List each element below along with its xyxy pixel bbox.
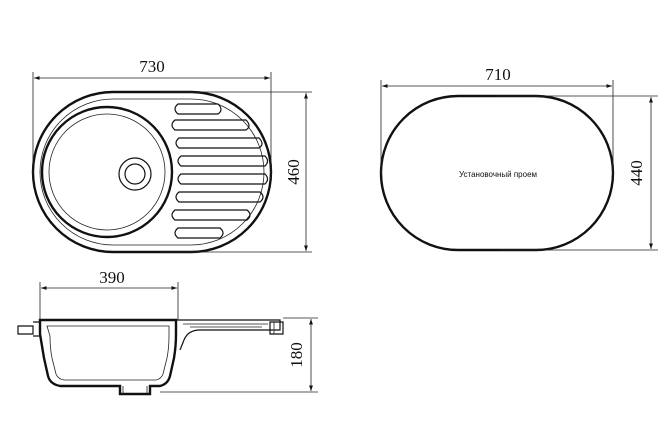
cutout-caption: Установочный проем (459, 170, 537, 179)
dim-label-180: 180 (287, 342, 306, 368)
right-rim-lip (269, 321, 284, 335)
sink-inner-rim (39, 98, 265, 246)
bowl-profile-inner (46, 325, 170, 381)
dim-label-710: 710 (485, 65, 511, 84)
dim-label-440: 440 (627, 160, 646, 186)
bowl-profile-outer (38, 318, 178, 396)
left-rim-lip (17, 325, 34, 335)
drainboard-profile (176, 319, 281, 351)
sink-outer-rim (31, 90, 273, 254)
drain-inner (124, 163, 146, 185)
drain-outer (118, 157, 152, 191)
cutout-view: Установочный проем 710 440 (379, 65, 658, 252)
drainboard-grooves (171, 103, 269, 239)
dim-label-460: 460 (284, 159, 303, 185)
sink-top-view: 730 460 (31, 57, 312, 254)
side-section-view: 390 180 (17, 268, 318, 396)
dim-label-730: 730 (139, 57, 165, 76)
bowl-outer (40, 105, 174, 239)
bowl-inner (48, 113, 166, 231)
dim-label-390: 390 (99, 268, 125, 287)
